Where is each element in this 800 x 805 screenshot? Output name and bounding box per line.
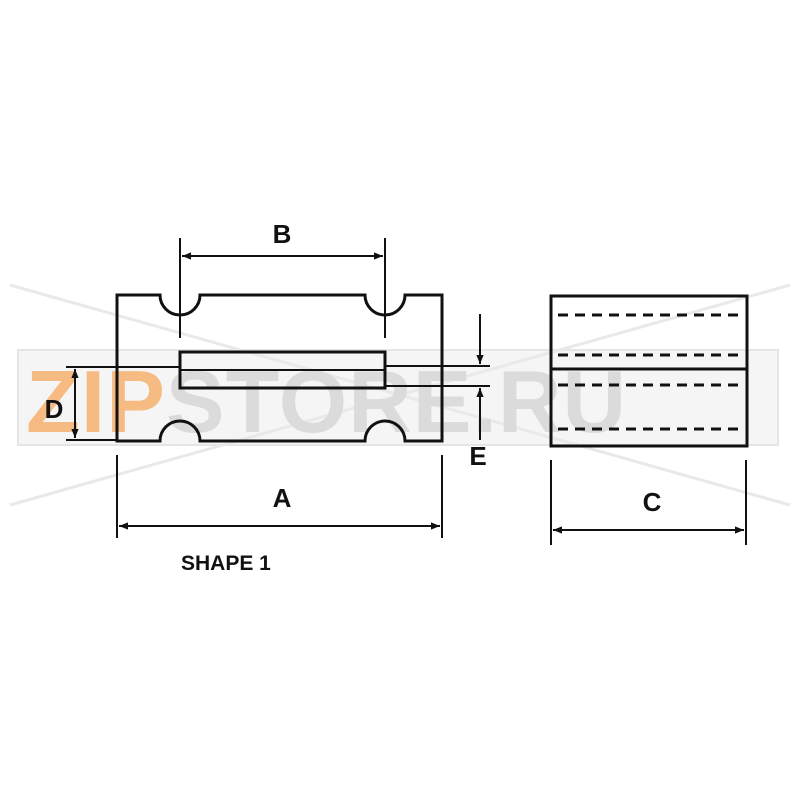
label-e: E xyxy=(469,441,486,471)
label-c: C xyxy=(643,487,662,517)
dimension-c xyxy=(550,460,747,545)
label-b: B xyxy=(273,219,292,249)
dimension-b xyxy=(179,238,386,338)
shape-front-view xyxy=(115,293,444,443)
side-outline xyxy=(549,294,749,448)
svg-text:ZIPSTORE.RU: ZIPSTORE.RU xyxy=(26,352,627,451)
label-d: D xyxy=(45,394,64,424)
dimension-e xyxy=(385,314,490,440)
watermark: ZIPSTORE.RU xyxy=(9,283,791,507)
shape-caption: SHAPE 1 xyxy=(181,552,271,575)
front-outline xyxy=(115,293,444,443)
dimension-d xyxy=(66,366,180,441)
dimension-a xyxy=(116,455,443,538)
shape-side-view xyxy=(549,294,749,448)
watermark-suffix: STORE.RU xyxy=(166,352,627,451)
watermark-prefix: ZIP xyxy=(26,352,166,451)
watermark-diagonal-2 xyxy=(9,283,791,507)
label-a: A xyxy=(273,483,292,513)
